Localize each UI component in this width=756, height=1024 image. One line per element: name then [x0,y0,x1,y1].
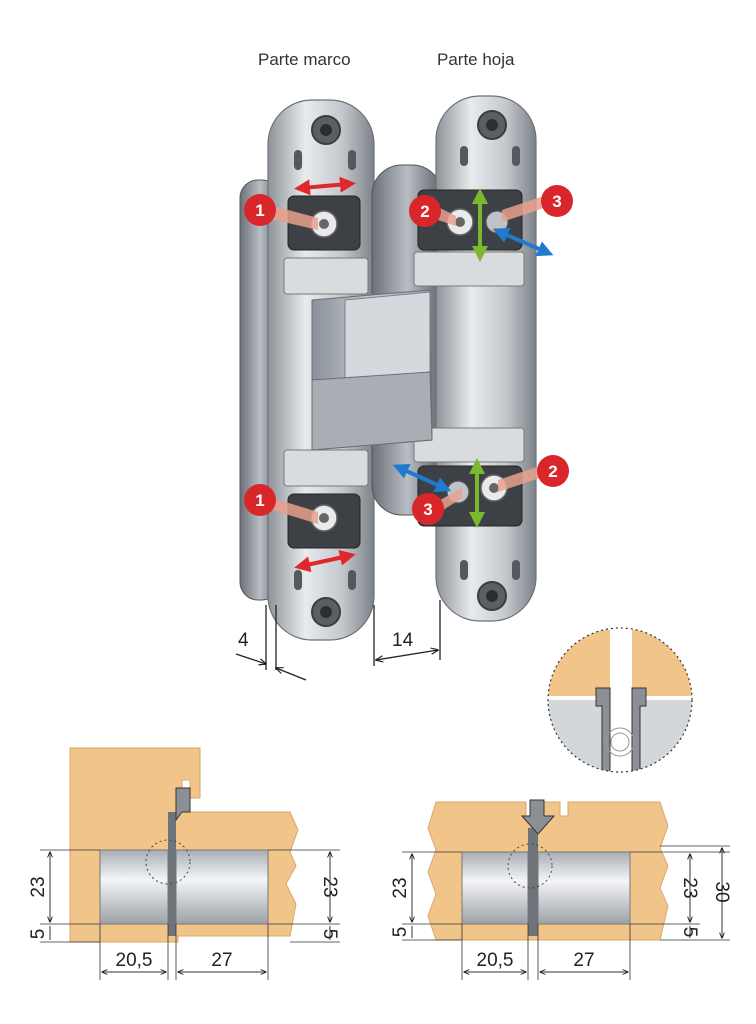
svg-text:23: 23 [28,876,49,897]
frame-part-label: Parte marco [258,50,351,69]
svg-text:23: 23 [679,877,700,898]
svg-text:30: 30 [711,881,732,902]
horizontal-adjust-arrow-bottom [294,549,356,573]
svg-text:3: 3 [552,192,561,211]
badge-1-top: 1 [244,194,318,230]
svg-text:23: 23 [319,876,340,897]
svg-text:5: 5 [28,929,49,940]
svg-text:1: 1 [255,491,264,510]
svg-text:14: 14 [392,630,414,651]
svg-text:20,5: 20,5 [116,950,153,971]
svg-text:4: 4 [238,630,249,651]
depth-adjust-arrow-bottom [392,464,452,492]
detail-zoom-circle [547,627,693,773]
svg-text:20,5: 20,5 [477,950,514,971]
badge-3-bottom: 3 [412,488,462,525]
gap-frame-dimension: 4 [235,605,307,681]
depth-adjust-arrow-top [492,227,554,257]
badge-1-bottom: 1 [244,484,318,524]
svg-text:23: 23 [390,877,411,898]
horizontal-adjust-arrow-top [294,176,356,196]
svg-text:27: 27 [211,950,232,971]
leaf-section-drawing: 23 5 23 5 30 20,5 27 [390,799,732,980]
gap-leaf-dimension: 14 [373,600,441,666]
badge-3-top: 3 [502,185,573,222]
badge-2-top: 2 [409,195,456,227]
leaf-part-label: Parte hoja [437,50,515,69]
hinge-knuckle [311,289,433,451]
svg-text:1: 1 [255,201,264,220]
svg-text:5: 5 [679,927,700,938]
svg-text:3: 3 [423,500,432,519]
frame-section-drawing: 23 5 23 5 20,5 27 [28,747,340,980]
svg-text:2: 2 [548,462,557,481]
badge-2-bottom: 2 [498,455,569,492]
svg-text:2: 2 [420,202,429,221]
svg-text:5: 5 [390,927,411,938]
svg-text:27: 27 [573,950,594,971]
svg-text:5: 5 [319,929,340,940]
